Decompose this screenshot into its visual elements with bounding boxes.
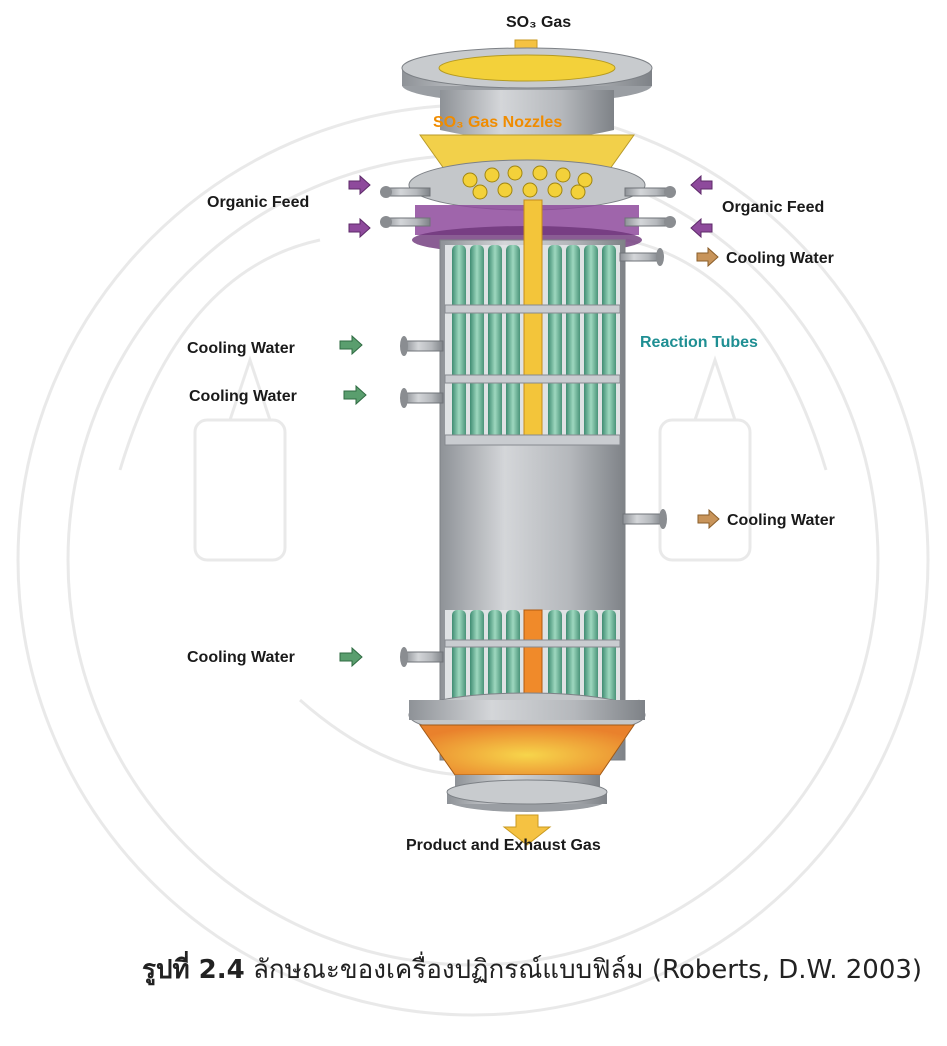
- caption-text: ลักษณะของเครื่องปฏิกรณ์แบบฟิล์ม (Roberts…: [245, 955, 922, 985]
- cooling-water-left-2-label: Cooling Water: [189, 388, 297, 406]
- reaction-tubes-label: Reaction Tubes: [640, 334, 758, 352]
- cooling-water-right-top-label: Cooling Water: [726, 250, 834, 268]
- caption-figure-number: รูปที่ 2.4: [142, 955, 245, 985]
- so3-gas-label: SO₃ Gas: [506, 14, 571, 32]
- cooling-water-left-1-label: Cooling Water: [187, 340, 295, 358]
- so3-gas-nozzles-label: SO₃ Gas Nozzles: [433, 114, 562, 132]
- cooling-water-left-bottom-label: Cooling Water: [187, 649, 295, 667]
- organic-feed-right-label: Organic Feed: [722, 199, 824, 217]
- figure-caption: รูปที่ 2.4 ลักษณะของเครื่องปฏิกรณ์แบบฟิล…: [142, 949, 922, 990]
- cooling-water-right-mid-label: Cooling Water: [727, 512, 835, 530]
- product-exhaust-label: Product and Exhaust Gas: [406, 837, 601, 855]
- organic-feed-left-label: Organic Feed: [207, 194, 309, 212]
